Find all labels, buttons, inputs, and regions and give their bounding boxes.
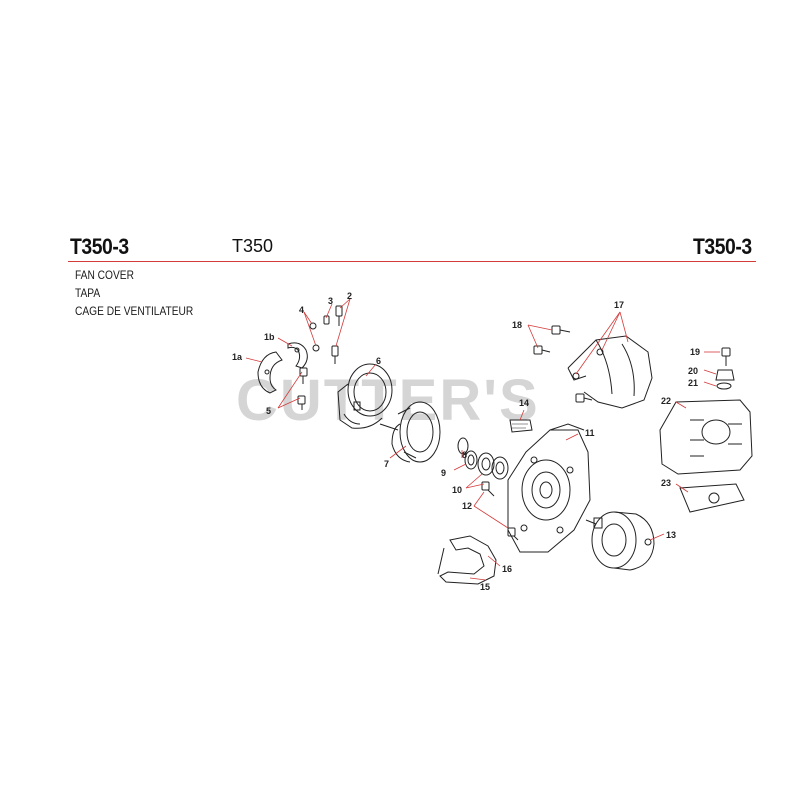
section-title-es: TAPA (75, 286, 101, 300)
part-snap-rings-8-9 (457, 437, 478, 470)
callout-1b: 1b (264, 332, 275, 342)
callout-13: 13 (666, 530, 676, 540)
callout-6: 6 (376, 356, 381, 366)
callout-2: 2 (347, 291, 352, 301)
callout-20: 20 (688, 366, 698, 376)
section-title-en: FAN COVER (75, 268, 134, 282)
header-rule (68, 261, 756, 262)
callout-4: 4 (299, 305, 304, 315)
callout-9: 9 (441, 468, 446, 478)
callout-17: 17 (614, 300, 624, 310)
callout-10: 10 (452, 485, 462, 495)
part-clamp-half-1a (257, 351, 283, 394)
part-screws-5 (297, 367, 308, 410)
part-handle-bracket-15-16 (437, 535, 497, 585)
part-shroud-17 (567, 335, 653, 409)
callout-7: 7 (384, 459, 389, 469)
part-bolt-nut-washer-19-21 (715, 347, 735, 390)
callout-14: 14 (519, 398, 529, 408)
callout-18: 18 (512, 320, 522, 330)
watermark: CUTTER'S (236, 368, 540, 433)
part-clutch-drum-13 (585, 511, 655, 571)
callout-22: 22 (661, 396, 671, 406)
part-clamp-half-1b (287, 342, 308, 369)
part-gasket-23 (679, 483, 745, 513)
callout-labels: 1a 1b 2 3 4 5 6 7 8 9 10 11 12 13 14 15 … (232, 291, 700, 592)
leader-lines (245, 298, 720, 581)
callout-16: 16 (502, 564, 512, 574)
callout-12: 12 (462, 501, 472, 511)
model-code-right: T350-3 (693, 234, 752, 259)
part-clutch-housing-11 (507, 423, 591, 553)
part-bearings-10 (477, 452, 509, 480)
callout-5: 5 (266, 406, 271, 416)
callout-15: 15 (480, 582, 490, 592)
callout-3: 3 (328, 296, 333, 306)
callout-19: 19 (690, 347, 700, 357)
callout-21: 21 (688, 378, 698, 388)
part-fan-cover-6 (337, 363, 393, 429)
section-title-fr: CAGE DE VENTILATEUR (75, 304, 194, 318)
callout-1a: 1a (232, 352, 243, 362)
part-rotor-7 (379, 401, 441, 463)
part-muffler-cover-22 (659, 399, 753, 475)
callout-11: 11 (585, 428, 595, 438)
callout-23: 23 (661, 478, 671, 488)
callout-8: 8 (462, 450, 467, 460)
part-label-14 (509, 419, 533, 433)
model-code-left: T350-3 (70, 234, 129, 259)
part-screws-12 (481, 481, 519, 541)
part-screws-2-3-4 (309, 305, 343, 364)
model-name-center: T350 (232, 236, 274, 256)
